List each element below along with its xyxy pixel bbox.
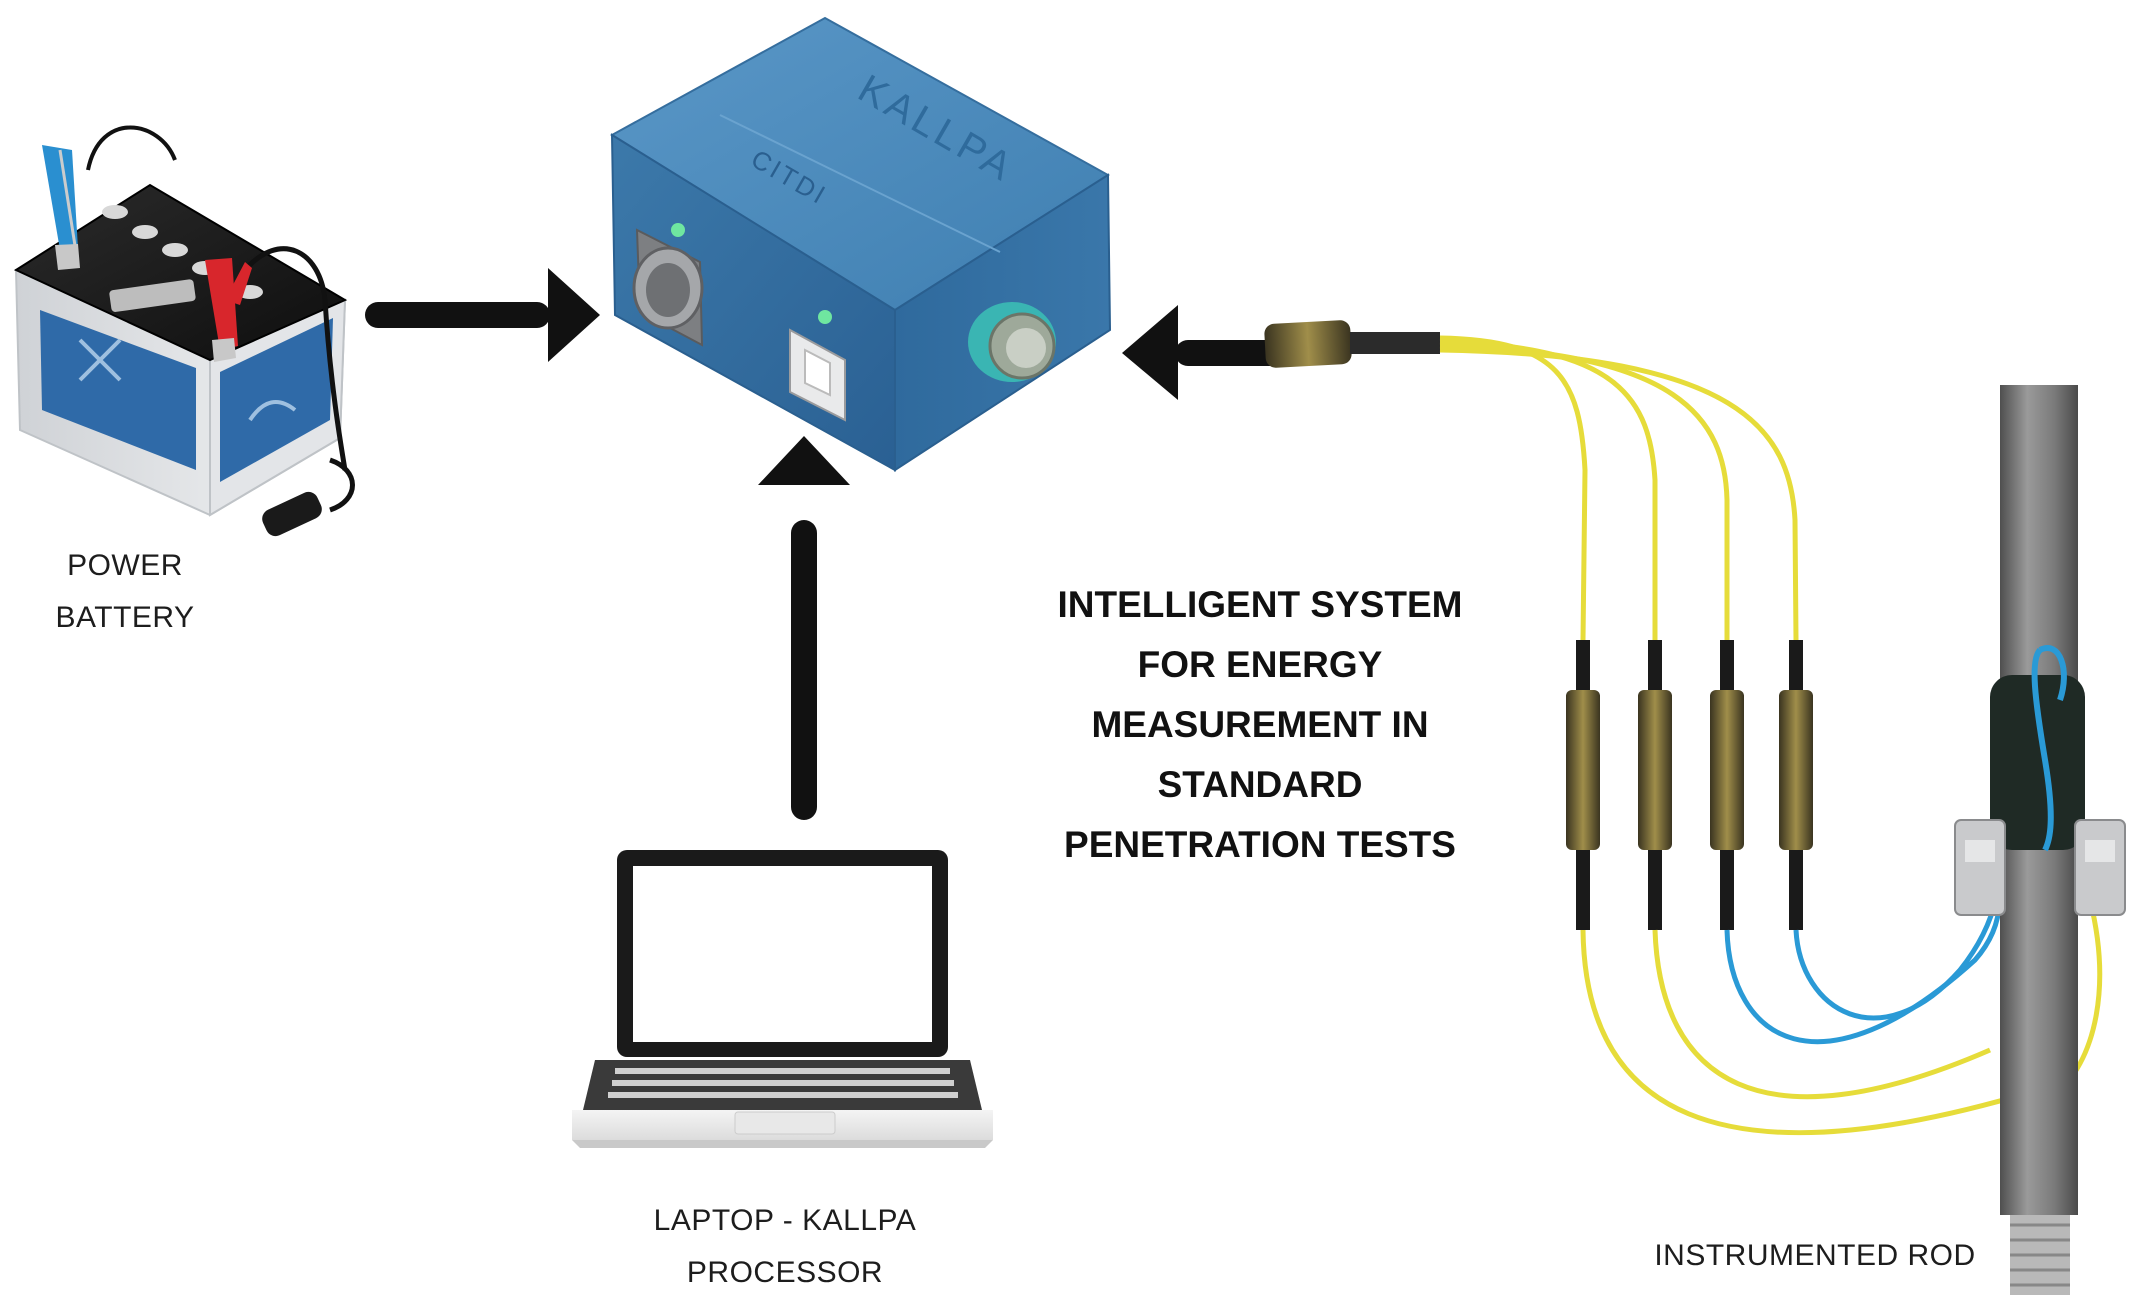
system-title-line-2: FOR ENERGY bbox=[1137, 644, 1383, 685]
arrow-laptop-to-device bbox=[758, 436, 850, 820]
instrumented-rod-label: INSTRUMENTED ROD bbox=[1654, 1239, 1976, 1272]
system-title-line-1: INTELLIGENT SYSTEM bbox=[1057, 584, 1463, 625]
sensor-cable-bundle bbox=[1264, 320, 2103, 1136]
instrumented-rod-illustration bbox=[1954, 385, 2126, 1295]
laptop-processor-label: LAPTOP - KALLPA PROCESSOR bbox=[600, 1195, 970, 1299]
laptop-processor-label-line-1: LAPTOP - KALLPA bbox=[653, 1204, 917, 1237]
power-battery-illustration bbox=[13, 125, 355, 537]
power-battery-label: POWER BATTERY bbox=[30, 540, 220, 644]
laptop-illustration bbox=[572, 850, 993, 1148]
system-title: INTELLIGENT SYSTEM FOR ENERGY MEASUREMEN… bbox=[1005, 575, 1515, 875]
laptop-processor-label-line-2: PROCESSOR bbox=[686, 1256, 884, 1289]
ethernet-port-icon bbox=[789, 328, 846, 422]
sensor-connector-port-icon bbox=[968, 302, 1056, 382]
laptop-screen bbox=[633, 866, 932, 1042]
power-battery-label-line-2: BATTERY bbox=[55, 601, 195, 634]
system-title-line-3: MEASUREMENT IN bbox=[1091, 704, 1429, 745]
system-title-line-5: PENETRATION TESTS bbox=[1064, 824, 1456, 865]
arrow-battery-to-device bbox=[365, 268, 600, 362]
power-port-icon bbox=[632, 228, 704, 347]
power-battery-label-line-1: POWER bbox=[67, 549, 183, 582]
kallpa-device-illustration: KALLPA CITDI bbox=[610, 16, 1112, 472]
system-title-line-4: STANDARD bbox=[1157, 764, 1363, 805]
